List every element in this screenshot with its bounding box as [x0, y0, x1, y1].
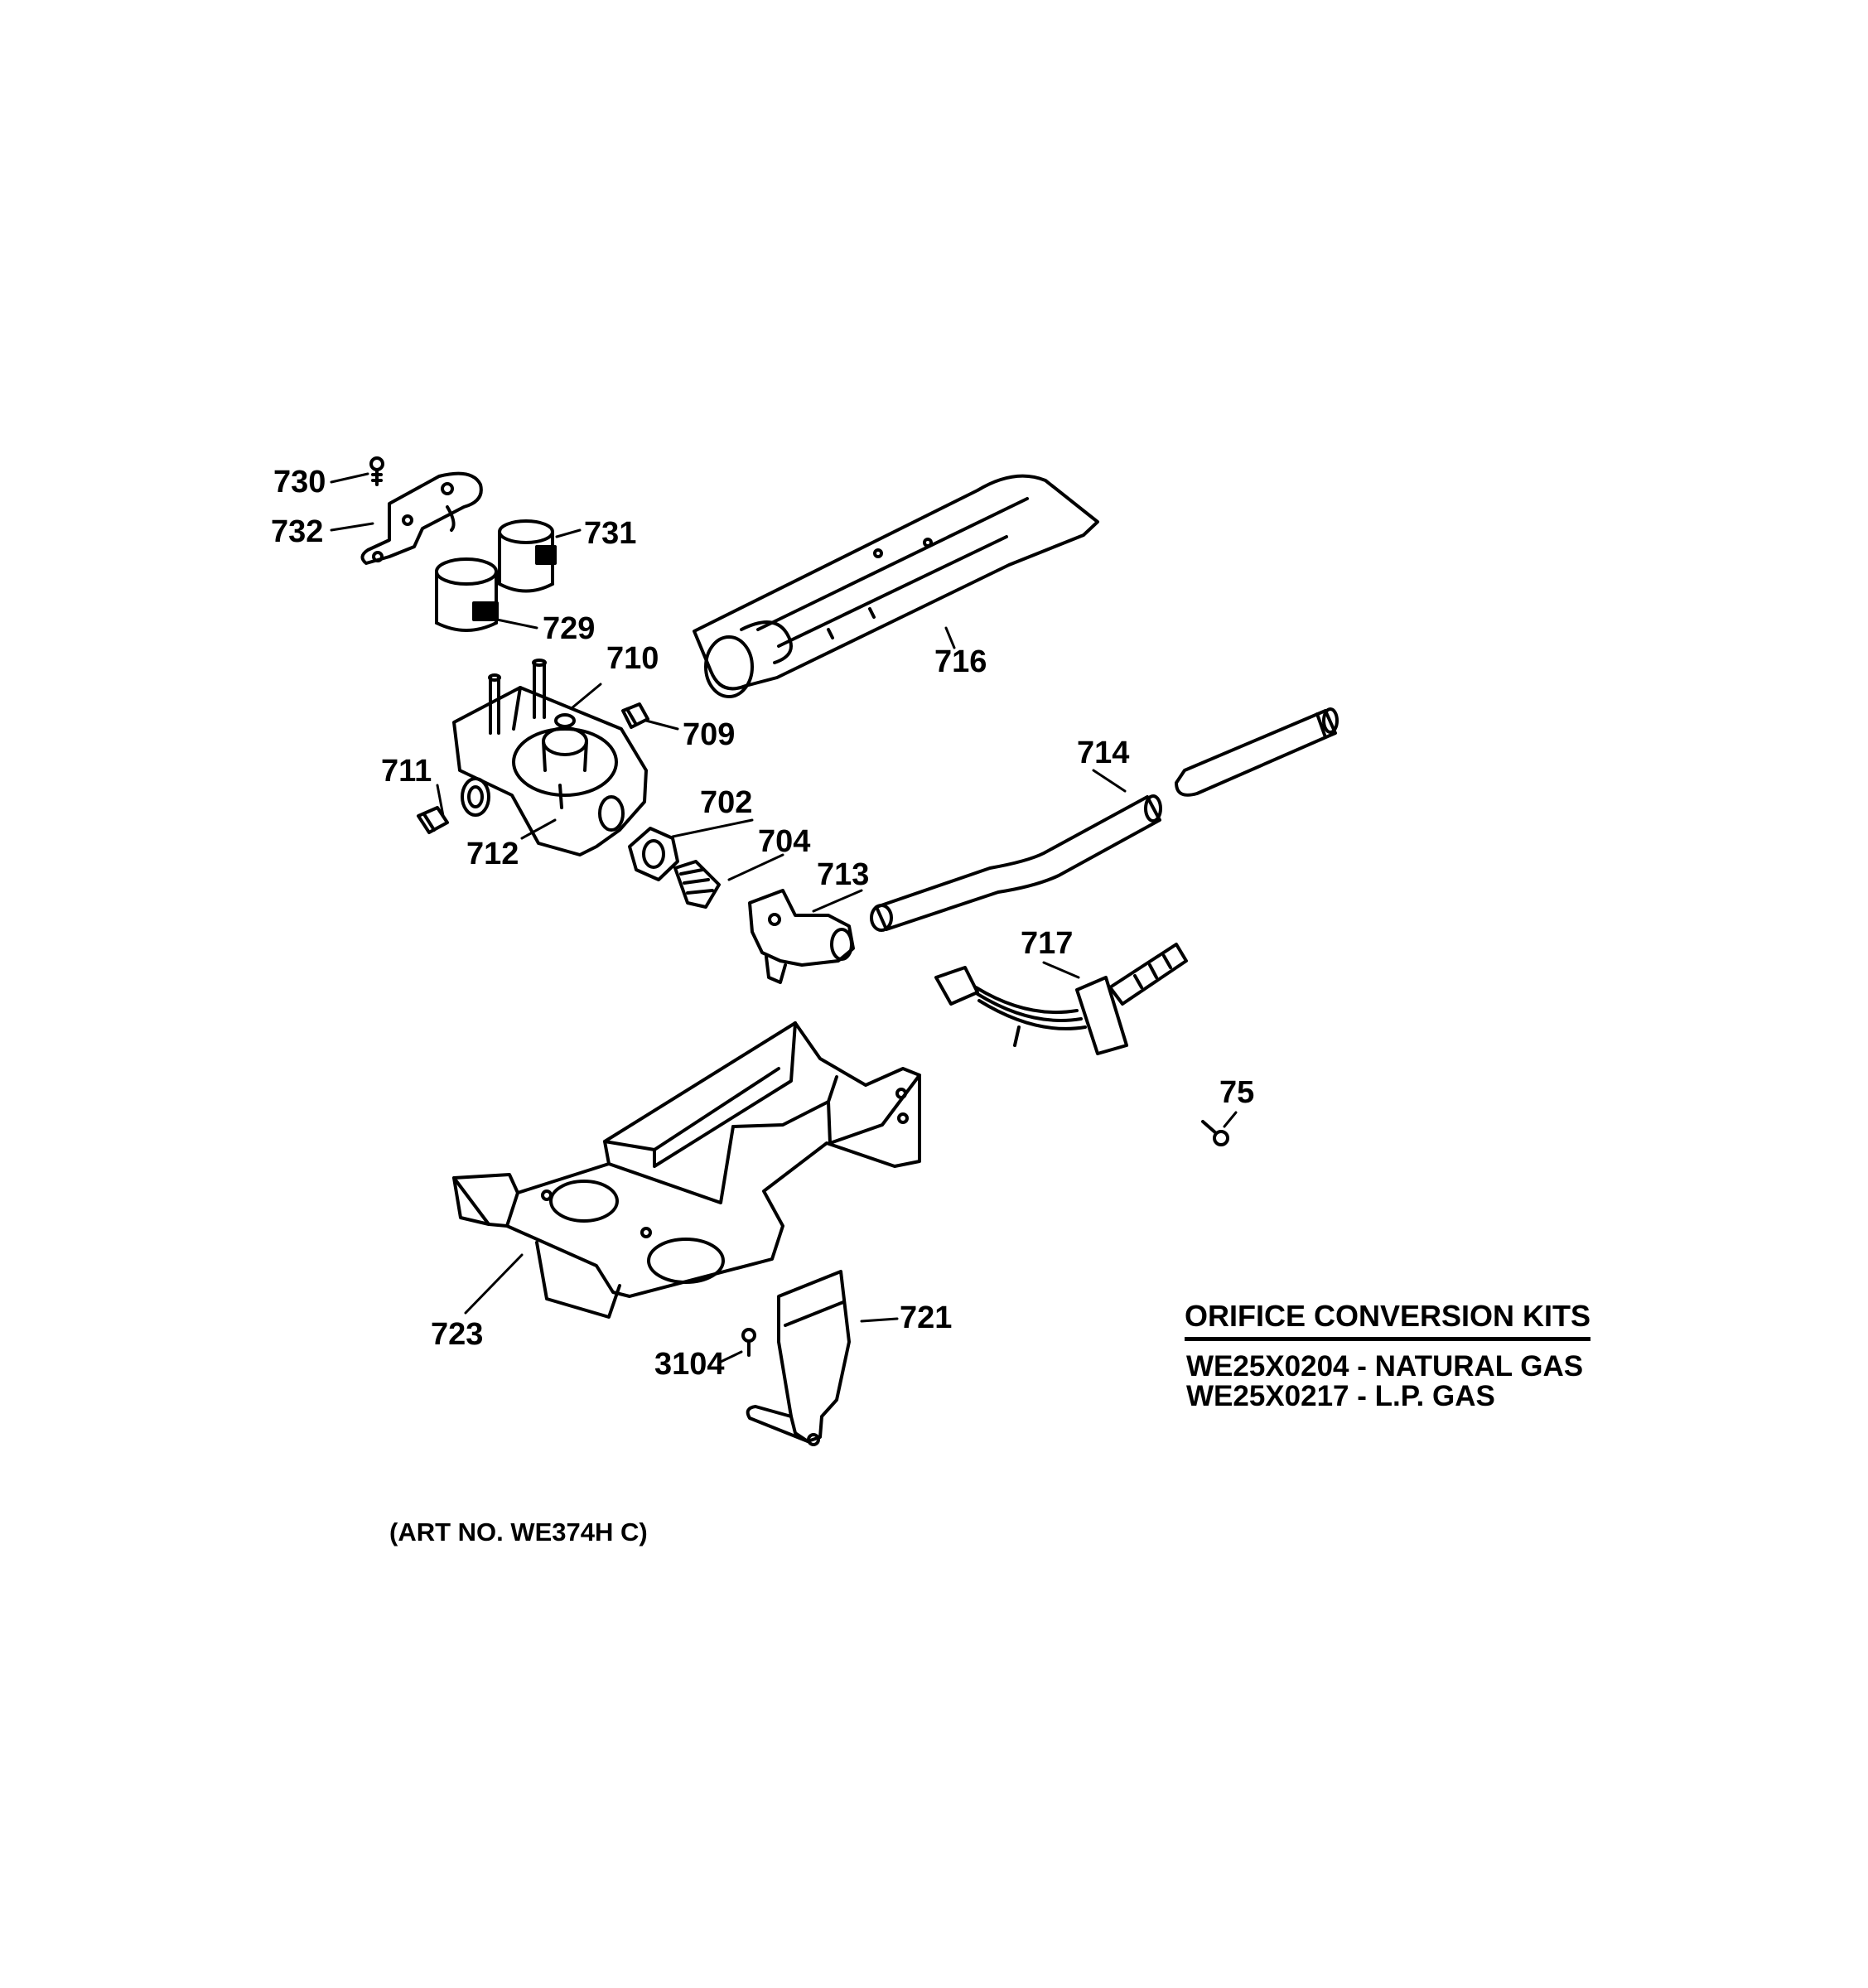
callout-3104: 3104 [654, 1347, 725, 1382]
part-723-mounting-plate [452, 1021, 921, 1319]
callout-704: 704 [758, 824, 811, 859]
part-3104-screw [741, 1328, 756, 1357]
part-717-igniter [934, 943, 1188, 1055]
callout-721: 721 [900, 1300, 953, 1335]
kit-lp-gas: WE25X0217 - L.P. GAS [1186, 1380, 1495, 1412]
callout-730: 730 [273, 465, 326, 499]
callout-702: 702 [700, 785, 753, 820]
callout-710: 710 [606, 641, 659, 676]
part-709-fitting [621, 702, 649, 729]
callout-712: 712 [466, 837, 519, 871]
callout-75: 75 [1219, 1075, 1255, 1110]
callout-709: 709 [683, 717, 736, 752]
part-732-bracket [360, 471, 483, 565]
callout-716: 716 [934, 644, 987, 679]
callout-731: 731 [584, 516, 637, 551]
leader-lines [330, 472, 1238, 1363]
part-716-burner-tube [693, 474, 1099, 698]
callout-723: 723 [431, 1317, 484, 1352]
part-75-screw [1201, 1120, 1229, 1146]
callout-732: 732 [271, 514, 324, 549]
callout-713: 713 [817, 857, 870, 892]
callout-714: 714 [1077, 736, 1130, 770]
part-704-orifice [673, 860, 721, 909]
part-731-coil [498, 519, 557, 593]
art-number: (ART NO. WE374H C) [389, 1518, 648, 1546]
part-713-elbow [748, 889, 855, 984]
part-721-bracket [746, 1270, 851, 1446]
part-712-valve-body [452, 659, 648, 856]
part-729-coil [435, 557, 499, 632]
part-730-screw [369, 456, 384, 486]
kits-title: ORIFICE CONVERSION KITS [1185, 1299, 1591, 1341]
callout-711: 711 [381, 754, 432, 789]
callout-717: 717 [1021, 926, 1074, 961]
part-711-fitting [417, 806, 449, 834]
kit-natural-gas: WE25X0204 - NATURAL GAS [1186, 1350, 1584, 1382]
part-702-nut [628, 827, 679, 881]
part-714-gas-tube [870, 707, 1339, 932]
callout-729: 729 [543, 611, 596, 646]
